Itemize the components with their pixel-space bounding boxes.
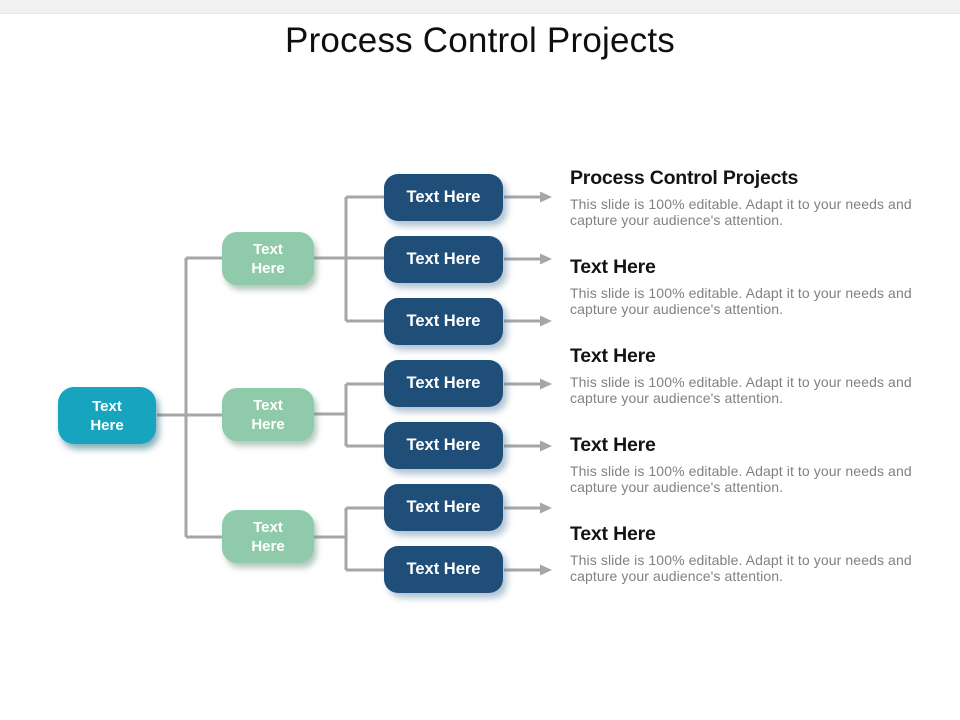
description-body: This slide is 100% editable. Adapt it to… (570, 285, 912, 317)
description-heading: Text Here (570, 256, 656, 278)
description-block: Process Control Projects This slide is 1… (570, 167, 932, 228)
description-block: Text Here This slide is 100% editable. A… (570, 523, 932, 584)
tree-leaf-label: Text Here (406, 498, 481, 516)
arrow-right-icon (504, 253, 552, 265)
arrow-right-icon (504, 378, 552, 390)
tree-leaf-node: Text Here (384, 484, 503, 531)
tree-root-label: Text Here (90, 397, 124, 434)
description-body: This slide is 100% editable. Adapt it to… (570, 552, 912, 584)
tree-leaf-node: Text Here (384, 546, 503, 593)
tree-leaf-label: Text Here (406, 436, 481, 454)
description-heading: Text Here (570, 523, 656, 545)
tree-leaf-node: Text Here (384, 298, 503, 345)
tree-branch-node: Text Here (222, 510, 314, 563)
tree-leaf-label: Text Here (406, 188, 481, 206)
tree-leaf-label: Text Here (406, 250, 481, 268)
description-block: Text Here This slide is 100% editable. A… (570, 434, 932, 495)
arrow-right-icon (504, 191, 552, 203)
flow-arrows (504, 191, 552, 576)
tree-leaf-node: Text Here (384, 422, 503, 469)
arrow-right-icon (504, 564, 552, 576)
tree-leaf-label: Text Here (406, 374, 481, 392)
tree-connector-lines (157, 195, 388, 572)
page-title: Process Control Projects (285, 21, 675, 60)
description-heading: Process Control Projects (570, 167, 799, 189)
arrow-right-icon (504, 440, 552, 452)
description-block: Text Here This slide is 100% editable. A… (570, 345, 932, 406)
description-heading: Text Here (570, 345, 656, 367)
top-strip (0, 0, 960, 14)
tree-branch-label: Text Here (251, 518, 285, 555)
tree-leaf-node: Text Here (384, 236, 503, 283)
arrow-right-icon (504, 502, 552, 514)
description-body: This slide is 100% editable. Adapt it to… (570, 463, 912, 495)
tree-branch-label: Text Here (251, 396, 285, 433)
tree-leaf-node: Text Here (384, 174, 503, 221)
description-block: Text Here This slide is 100% editable. A… (570, 256, 932, 317)
tree-leaf-node: Text Here (384, 360, 503, 407)
tree-leaf-label: Text Here (406, 312, 481, 330)
arrow-right-icon (504, 315, 552, 327)
tree-branch-node: Text Here (222, 388, 314, 441)
description-body: This slide is 100% editable. Adapt it to… (570, 196, 912, 228)
description-heading: Text Here (570, 434, 656, 456)
tree-leaf-label: Text Here (406, 560, 481, 578)
description-body: This slide is 100% editable. Adapt it to… (570, 374, 912, 406)
tree-branch-label: Text Here (251, 240, 285, 277)
tree-branch-node: Text Here (222, 232, 314, 285)
tree-root-node: Text Here (58, 387, 156, 444)
